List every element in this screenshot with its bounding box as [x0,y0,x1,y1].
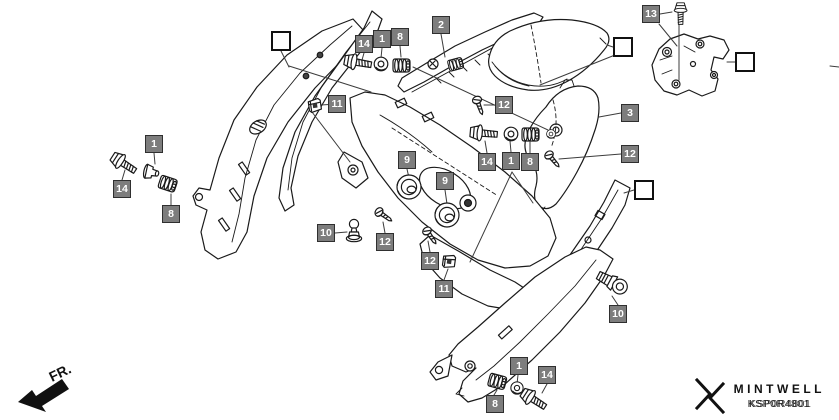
empty-ref-box [735,52,755,72]
callout-ref-8[interactable]: 8 [486,395,504,413]
callout-ref-3[interactable]: 3 [621,104,639,122]
pan-screw-icon [372,205,395,226]
fr-label: FR. [46,360,73,384]
flange-bolt-icon [673,2,688,25]
mount-bracket-part [651,33,730,97]
empty-ref-box [634,180,654,200]
ribbed-grommet-icon [392,58,411,73]
callout-ref-13[interactable]: 13 [642,5,660,23]
ribbed-grommet-icon [157,174,179,194]
washer-icon [510,381,524,395]
callout-ref-1[interactable]: 1 [145,135,163,153]
callout-ref-11[interactable]: 11 [435,280,453,298]
callout-ref-9[interactable]: 9 [398,151,416,169]
collar-icon [141,163,161,182]
leader-lines [121,11,839,396]
callout-ref-1[interactable]: 1 [510,357,528,375]
ball-stud-icon [345,218,363,243]
left-side-cover-part [192,18,365,260]
right-side-cover-part-3 [524,79,600,219]
flange-bolt-icon [469,123,499,143]
brand-name: MINTWELL [733,382,825,396]
callout-ref-12[interactable]: 12 [421,252,439,270]
clip-nut-icon [307,97,323,114]
washer-icon [546,129,556,139]
empty-ref-box [613,37,633,57]
callout-ref-1[interactable]: 1 [373,30,391,48]
callout-ref-10[interactable]: 10 [317,224,335,242]
clip-nut-icon [441,253,457,270]
round-grommet-icon [434,202,460,228]
ribbed-grommet-icon [521,127,540,142]
callout-ref-12[interactable]: 12 [495,96,513,114]
callout-ref-2[interactable]: 2 [432,16,450,34]
footer-brand-block: MINTWELL KSP0R4801 [694,378,825,414]
washer-icon [503,126,519,142]
callout-ref-1[interactable]: 1 [502,152,520,170]
callout-ref-10[interactable]: 10 [609,305,627,323]
callout-ref-14[interactable]: 14 [113,180,131,198]
callout-ref-9[interactable]: 9 [436,172,454,190]
washer-icon [373,56,389,72]
round-grommet-icon [396,174,422,200]
callout-ref-12[interactable]: 12 [621,145,639,163]
callout-ref-8[interactable]: 8 [521,153,539,171]
callout-ref-14[interactable]: 14 [478,153,496,171]
seat-cowl-part [488,18,610,91]
callout-ref-8[interactable]: 8 [162,205,180,223]
empty-ref-box [271,31,291,51]
callout-ref-14[interactable]: 14 [355,35,373,53]
callout-ref-14[interactable]: 14 [538,366,556,384]
under-cowl-part [429,246,614,403]
pan-screw-icon [470,94,488,117]
diagram-code: KSP0R4801 [747,398,810,410]
callout-ref-11[interactable]: 11 [328,95,346,113]
fr-direction-arrow: FR. [18,360,74,412]
callout-ref-8[interactable]: 8 [391,28,409,46]
brand-logo-icon [694,378,725,414]
callout-ref-12[interactable]: 12 [376,233,394,251]
